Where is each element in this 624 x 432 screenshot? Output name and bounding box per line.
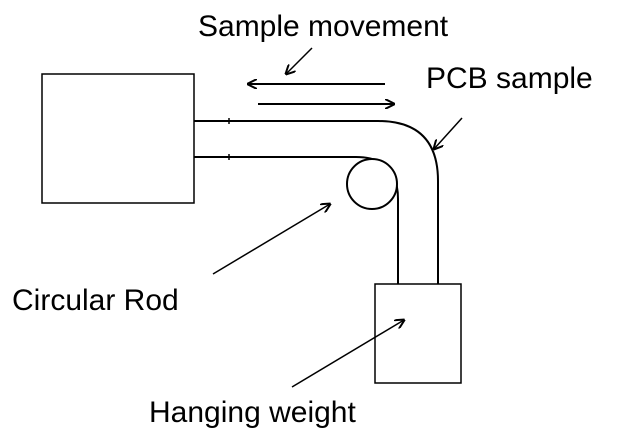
leader-arrow-circular-rod — [212, 204, 330, 275]
leader-arrow-sample-movement — [286, 47, 313, 74]
circular-rod-label: Circular Rod — [12, 284, 179, 317]
pcb-sample-outer-edge — [194, 120, 439, 285]
hanging-weight-label: Hanging weight — [149, 396, 356, 429]
circular-rod — [346, 158, 398, 210]
sample-movement-label: Sample movement — [198, 10, 449, 43]
leader-arrow-hanging-weight — [291, 320, 404, 388]
hanging-weight-block — [374, 283, 462, 384]
leader-arrow-pcb-sample — [434, 117, 463, 149]
pcb-sample-label: PCB sample — [426, 62, 593, 95]
clamp-block — [41, 73, 195, 204]
